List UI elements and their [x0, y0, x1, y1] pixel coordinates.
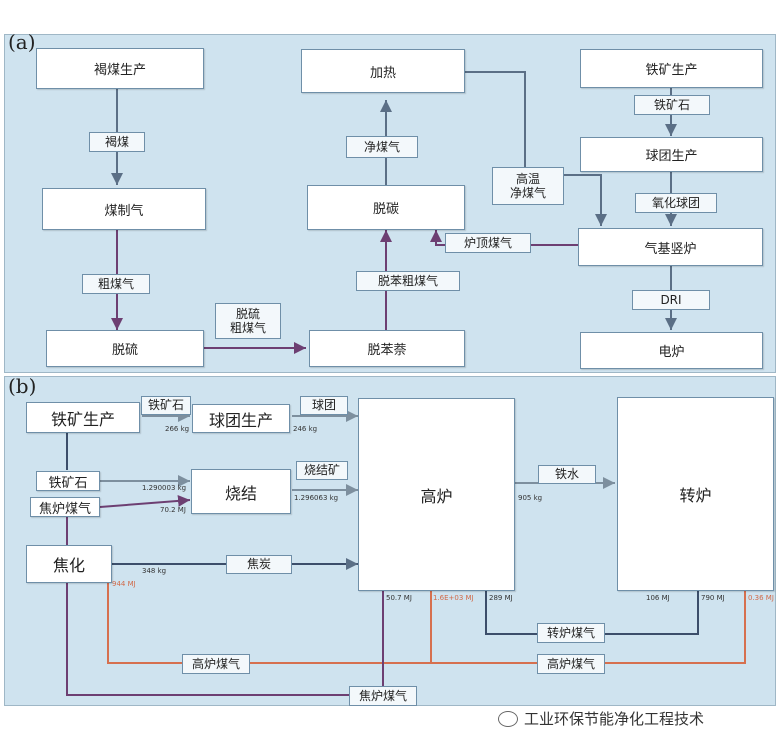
value-348kg: 348 kg: [142, 567, 167, 575]
value-106mj: 106 MJ: [646, 594, 670, 602]
box-lignite-production: 褐煤生产: [36, 48, 204, 89]
watermark-text: 工业环保节能净化工程技术: [524, 710, 705, 728]
box-b-sintering: 烧结: [191, 469, 291, 514]
value-266kg: 266 kg: [165, 425, 190, 433]
box-iron-ore-production: 铁矿生产: [580, 49, 763, 88]
label-lignite: 褐煤: [89, 132, 145, 152]
box-gas-shaft-furnace: 气基竖炉: [578, 228, 763, 266]
box-b-blast-furnace: 高炉: [358, 398, 515, 591]
value-246kg: 246 kg: [293, 425, 318, 433]
label-desulfurized-line1: 脱硫: [235, 306, 260, 321]
label-b-hot-metal: 铁水: [538, 465, 596, 484]
watermark: 工业环保节能净化工程技术: [498, 708, 704, 729]
value-50mj: 50.7 MJ: [386, 594, 412, 602]
box-b-coking: 焦化: [26, 545, 112, 583]
label-debenzolized-crude-gas: 脱苯粗煤气: [356, 271, 460, 291]
box-b-coke-oven-gas-input: 焦炉煤气: [30, 497, 100, 517]
panel-a-label: (a): [8, 30, 36, 54]
box-desulfurization: 脱硫: [46, 330, 204, 367]
value-944mj: 944 MJ: [112, 580, 136, 588]
value-bf-gas-mj: 1.6E+03 MJ: [433, 594, 474, 602]
label-b-bf-gas-right: 高炉煤气: [537, 654, 605, 674]
label-hot-clean-gas-line1: 高温: [515, 171, 540, 186]
value-1296kg: 1.296063 kg: [294, 494, 339, 502]
panel-b-label: (b): [8, 374, 37, 398]
label-clean-gas: 净煤气: [346, 136, 418, 158]
label-hot-clean-gas-line2: 净煤气: [509, 186, 546, 200]
box-coal-gasification: 煤制气: [42, 188, 206, 230]
label-dri: DRI: [632, 290, 710, 310]
label-oxidized-pellet: 氧化球团: [635, 193, 717, 213]
value-1290kg: 1.290003 kg: [142, 484, 187, 492]
box-b-converter: 转炉: [617, 397, 774, 591]
box-pellet-production: 球团生产: [580, 137, 763, 172]
value-790mj: 790 MJ: [701, 594, 725, 602]
label-b-coke-oven-gas: 焦炉煤气: [349, 686, 417, 706]
value-289mj: 289 MJ: [489, 594, 513, 602]
label-top-gas: 炉顶煤气: [445, 233, 531, 253]
label-b-iron-ore-flow: 铁矿石: [141, 396, 191, 415]
value-905kg: 905 kg: [518, 494, 543, 502]
value-70mj: 70.2 MJ: [160, 506, 186, 514]
label-crude-gas: 粗煤气: [82, 274, 150, 294]
label-desulfurized-crude-gas: 脱硫 粗煤气: [215, 303, 281, 339]
label-b-converter-gas: 转炉煤气: [537, 623, 605, 643]
label-b-bf-gas-left: 高炉煤气: [182, 654, 250, 674]
value-conv-mj: 0.36 MJ: [748, 594, 774, 602]
label-iron-ore: 铁矿石: [634, 95, 710, 115]
box-b-iron-ore-production: 铁矿生产: [26, 402, 140, 433]
label-desulfurized-line2: 粗煤气: [229, 321, 266, 335]
wechat-icon: [498, 710, 518, 727]
box-debenzene-naphthalene: 脱苯萘: [309, 330, 465, 367]
box-electric-furnace: 电炉: [580, 332, 763, 369]
label-b-sinter: 烧结矿: [296, 461, 348, 480]
box-b-pellet-production: 球团生产: [192, 404, 290, 433]
label-b-pellet: 球团: [300, 396, 348, 415]
box-decarbonization: 脱碳: [307, 185, 465, 230]
label-b-coke: 焦炭: [226, 555, 292, 574]
box-b-iron-ore: 铁矿石: [36, 471, 100, 491]
box-heating: 加热: [301, 49, 465, 93]
label-hot-clean-gas: 高温 净煤气: [492, 167, 564, 205]
